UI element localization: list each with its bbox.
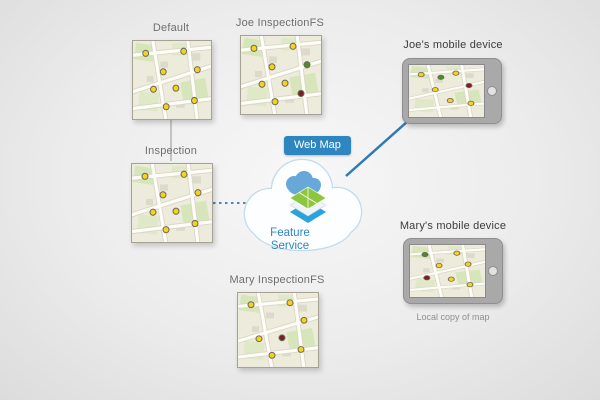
mary-mobile-device: [403, 238, 503, 304]
mary-inspectionfs-label: Mary InspectionFS: [229, 274, 325, 286]
local-copy-caption: Local copy of map: [416, 312, 490, 322]
feature-service-label: Feature Service: [270, 227, 310, 253]
inspection-dots: [247, 299, 308, 359]
feature-service-cloud: [236, 150, 370, 260]
inspection-map-thumbnail: [131, 163, 213, 243]
default-map-thumbnail: [132, 40, 212, 120]
inspection-map-label: Inspection: [144, 145, 198, 157]
joe-mobile-device: [402, 58, 502, 124]
mary-device-map-screen: [409, 244, 486, 298]
inspection-dots: [421, 250, 474, 288]
mary-device-label: Mary's mobile device: [399, 220, 507, 232]
home-button-icon: [488, 266, 498, 276]
inspection-dots: [142, 47, 201, 111]
mary-inspectionfs-thumbnail: [237, 292, 319, 368]
default-map-label: Default: [152, 22, 190, 34]
inspection-dots: [141, 170, 202, 234]
joe-device-label: Joe's mobile device: [403, 39, 503, 51]
home-button-icon: [487, 86, 497, 96]
map-layers-icon: [289, 186, 327, 223]
joe-device-map-screen: [408, 64, 485, 118]
inspection-dots: [250, 42, 311, 106]
joe-inspectionfs-thumbnail: [240, 35, 322, 115]
joe-inspectionfs-label: Joe InspectionFS: [235, 17, 325, 29]
inspection-dots: [417, 70, 475, 106]
web-map-badge: Web Map: [284, 136, 351, 155]
